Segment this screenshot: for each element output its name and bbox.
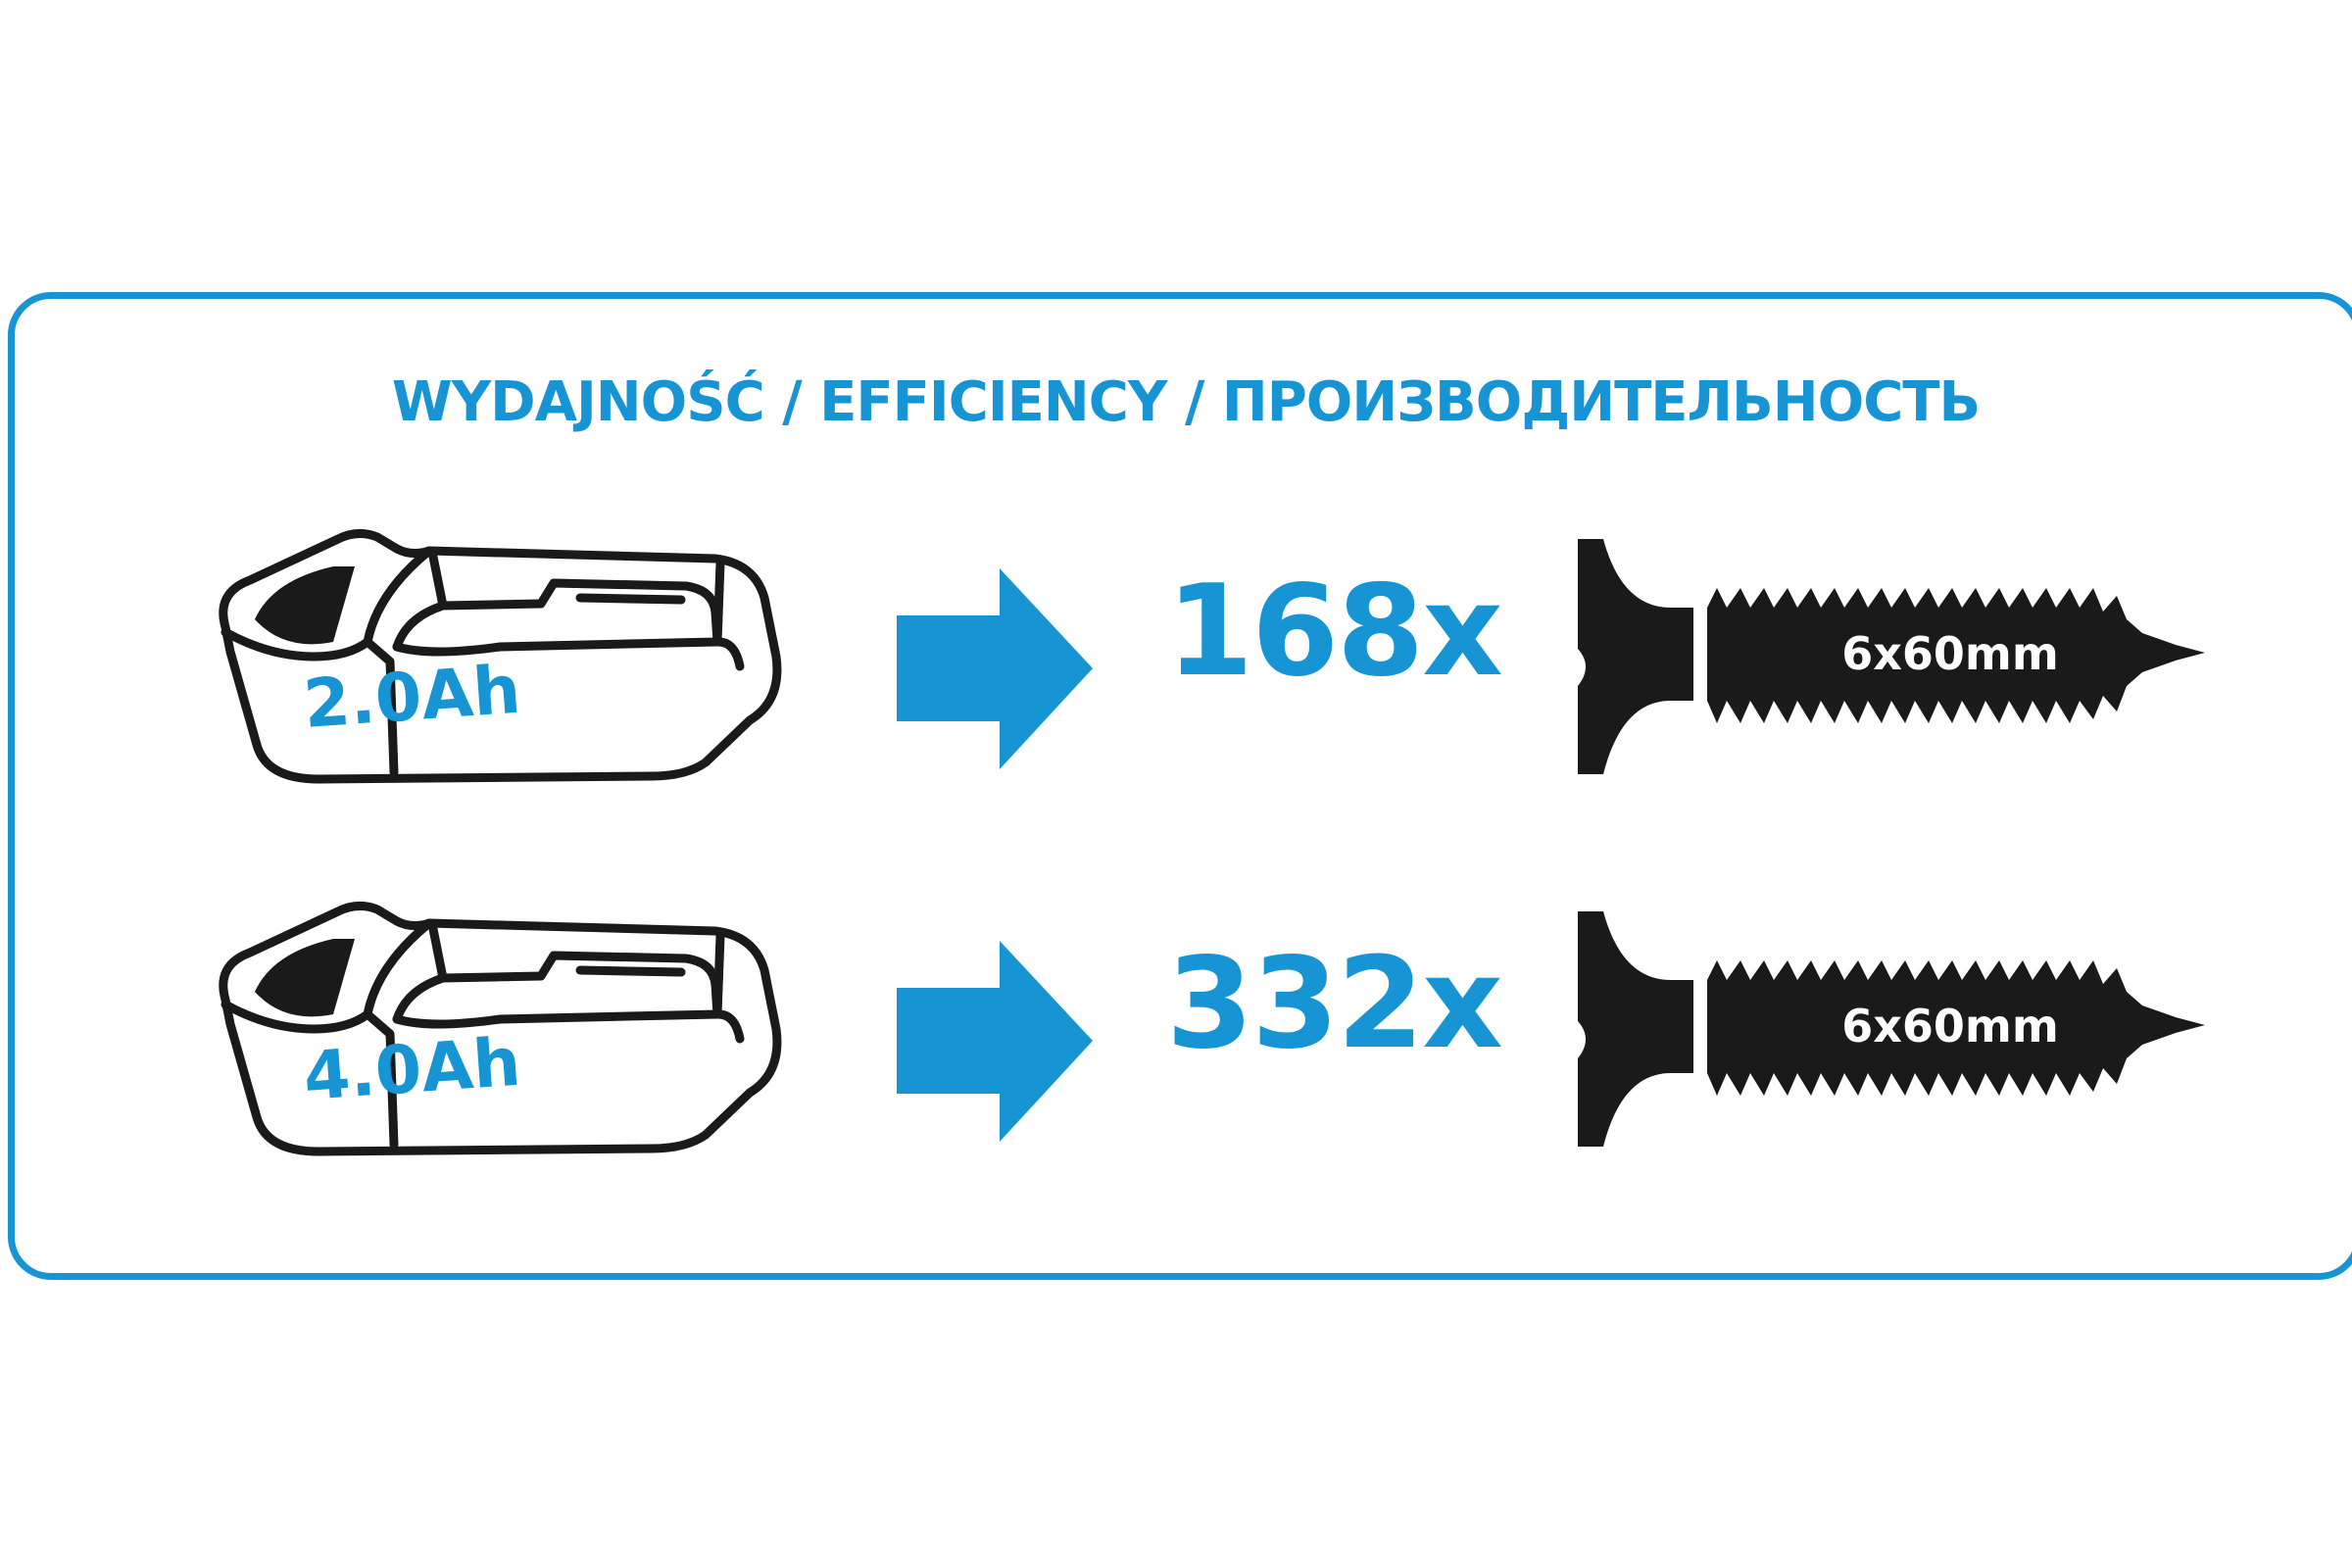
efficiency-row-2: 4.0Ah 332x 6x60mm xyxy=(0,882,2352,1176)
screw-size-label: 6x60mm xyxy=(1841,1000,2059,1053)
screw-count: 332x xyxy=(1166,931,1503,1077)
panel-title: WYDAJNOŚĆ / EFFICIENCY / ПРОИЗВОДИТЕЛЬНО… xyxy=(391,370,1981,434)
screw-count: 168x xyxy=(1166,559,1503,705)
screw-icon xyxy=(1578,539,2244,774)
right-arrow-icon xyxy=(897,568,1093,769)
battery-pack-icon xyxy=(176,510,804,804)
right-arrow-icon xyxy=(897,941,1093,1142)
efficiency-row-1: 2.0Ah 168x 6x60mm xyxy=(0,510,2352,804)
battery-capacity-label: 4.0Ah xyxy=(301,1023,523,1116)
efficiency-panel xyxy=(8,292,2352,1280)
battery-capacity-label: 2.0Ah xyxy=(301,651,523,744)
battery-pack-icon xyxy=(176,882,804,1176)
screw-size-label: 6x60mm xyxy=(1841,627,2059,680)
screw-icon xyxy=(1578,911,2244,1147)
